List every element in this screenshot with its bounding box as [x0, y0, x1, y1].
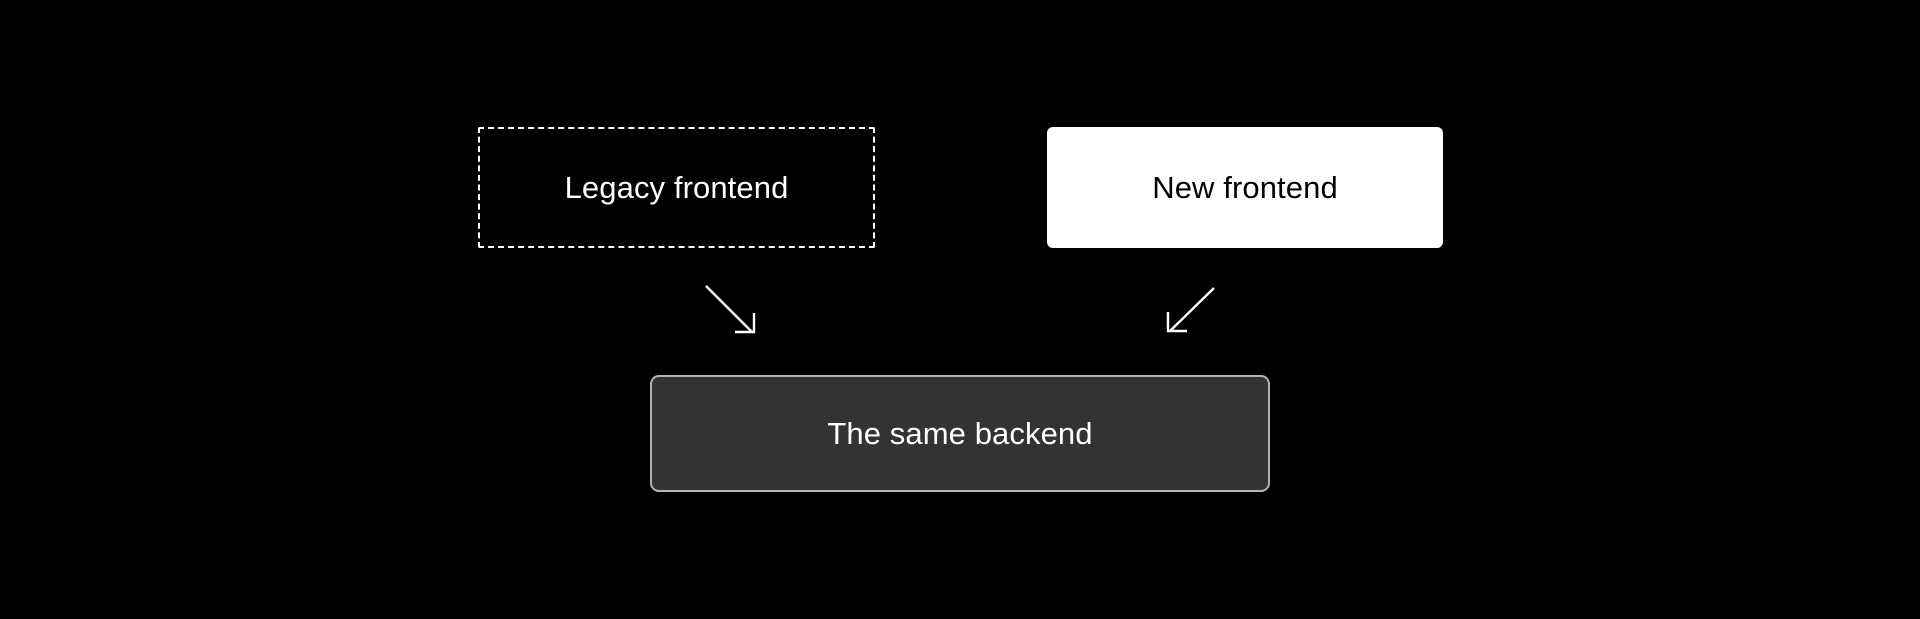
edge-legacy-to-backend-line [705, 285, 753, 333]
node-new-frontend-label: New frontend [1152, 169, 1338, 205]
node-new-frontend[interactable]: New frontend [1047, 127, 1443, 248]
edge-legacy-to-backend-arrowhead [735, 313, 756, 334]
node-legacy-frontend-label: Legacy frontend [564, 169, 789, 205]
edge-legacy-to-backend [705, 285, 756, 334]
edge-new-to-backend-arrowhead [1166, 312, 1187, 333]
node-same-backend-label: The same backend [827, 415, 1093, 451]
edge-new-to-backend-line [1169, 287, 1215, 332]
node-same-backend[interactable]: The same backend [650, 375, 1270, 492]
edge-new-to-backend [1166, 287, 1215, 333]
node-legacy-frontend[interactable]: Legacy frontend [478, 127, 875, 248]
